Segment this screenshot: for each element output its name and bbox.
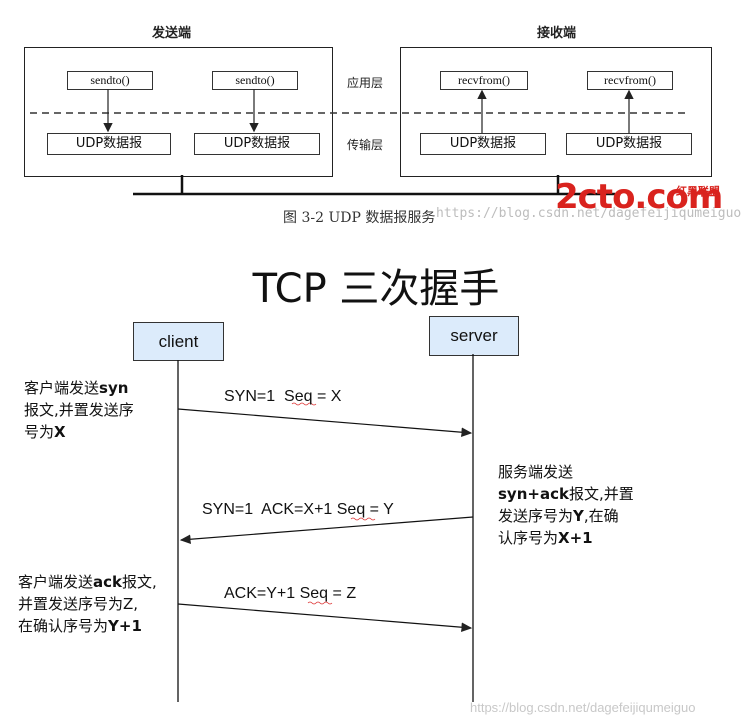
squiggle-3	[307, 601, 333, 605]
note-text: 报文,并置发送序	[24, 401, 134, 419]
note-keyword: Y	[573, 507, 584, 525]
logo-text: 2cto.com	[555, 177, 723, 217]
recvfrom-box-2: recvfrom()	[587, 71, 673, 90]
client-node: client	[133, 322, 224, 361]
receiver-title: 接收端	[537, 26, 577, 41]
syn-ack-message-seq: Seq	[336, 501, 366, 518]
tcp-watermark: https://blog.csdn.net/dagefeijiqumeiguo	[470, 700, 696, 715]
logo-cn-text: 红黑联盟	[676, 185, 720, 198]
sender-title: 发送端	[152, 26, 192, 41]
syn-ack-message: SYN=1 ACK=X+1 Seq = Y	[202, 501, 394, 519]
app-layer-label: 应用层	[347, 76, 384, 90]
ack-message-value: = Z	[328, 585, 357, 602]
site-logo: 2cto.com	[555, 177, 723, 217]
note-text: ,在确	[583, 507, 619, 525]
sendto-box-1: sendto()	[67, 71, 153, 90]
recvfrom-box-1: recvfrom()	[440, 71, 528, 90]
server-node: server	[429, 316, 519, 356]
note-keyword: syn+ack	[498, 485, 569, 503]
syn-arrow	[177, 408, 473, 438]
udp-datagram-box-3: UDP数据报	[420, 133, 546, 155]
tcp-title: TCP 三次握手	[252, 266, 500, 312]
note-text: 报文,并置	[568, 485, 634, 503]
ack-message-part: ACK=Y+1	[224, 585, 300, 602]
udp-datagram-box-1: UDP数据报	[47, 133, 171, 155]
note-text: 号为	[24, 423, 55, 441]
note-text: 并置发送序号为Z,	[18, 595, 139, 613]
udp-connectors	[30, 89, 690, 196]
udp-caption: 图 3-2 UDP 数据报服务	[283, 210, 436, 226]
sendto-box-2: sendto()	[212, 71, 298, 90]
squiggle-1	[291, 402, 317, 406]
note-text: 客户端发送	[18, 573, 94, 591]
note-keyword: Y+1	[108, 617, 142, 635]
client-note-2: 客户端发送ack报文, 并置发送序号为Z, 在确认序号为Y+1	[18, 571, 188, 637]
note-keyword: syn	[99, 379, 129, 397]
note-text: 在确认序号为	[18, 617, 109, 635]
note-text: 客户端发送	[24, 379, 100, 397]
server-note-1: 服务端发送 syn+ack报文,并置发送序号为Y,在确认序号为X+1	[498, 461, 658, 549]
udp-watermark: https://blog.csdn.net/dagefeijiqumeiguo	[436, 206, 742, 221]
note-keyword: ack	[93, 573, 123, 591]
syn-message-value: = X	[312, 388, 342, 405]
syn-message-part: SYN=1	[224, 388, 285, 405]
note-keyword: X	[54, 423, 66, 441]
receiver-frame	[400, 47, 712, 177]
syn-message-seq: Seq	[284, 388, 313, 405]
ack-message-seq: Seq	[299, 585, 329, 602]
ack-arrow	[177, 603, 473, 633]
sender-frame	[24, 47, 333, 177]
squiggle-2	[350, 517, 376, 521]
note-text: 报文,	[122, 573, 157, 591]
udp-datagram-box-2: UDP数据报	[194, 133, 320, 155]
udp-datagram-box-4: UDP数据报	[566, 133, 692, 155]
client-note-1: 客户端发送syn 报文,并置发送序号为X	[24, 377, 174, 443]
syn-ack-message-value: = Y	[365, 501, 394, 518]
syn-ack-message-part: SYN=1 ACK=X+1	[202, 501, 337, 518]
note-text: 服务端发送	[498, 463, 574, 481]
ack-message: ACK=Y+1 Seq = Z	[224, 585, 356, 603]
note-keyword: X+1	[558, 529, 593, 547]
note-text: 发送序号为	[498, 507, 574, 525]
transport-layer-label: 传输层	[347, 138, 384, 152]
note-text: 认序号为	[498, 529, 559, 547]
syn-message: SYN=1 Seq = X	[224, 388, 341, 406]
syn-ack-arrow	[179, 516, 474, 545]
